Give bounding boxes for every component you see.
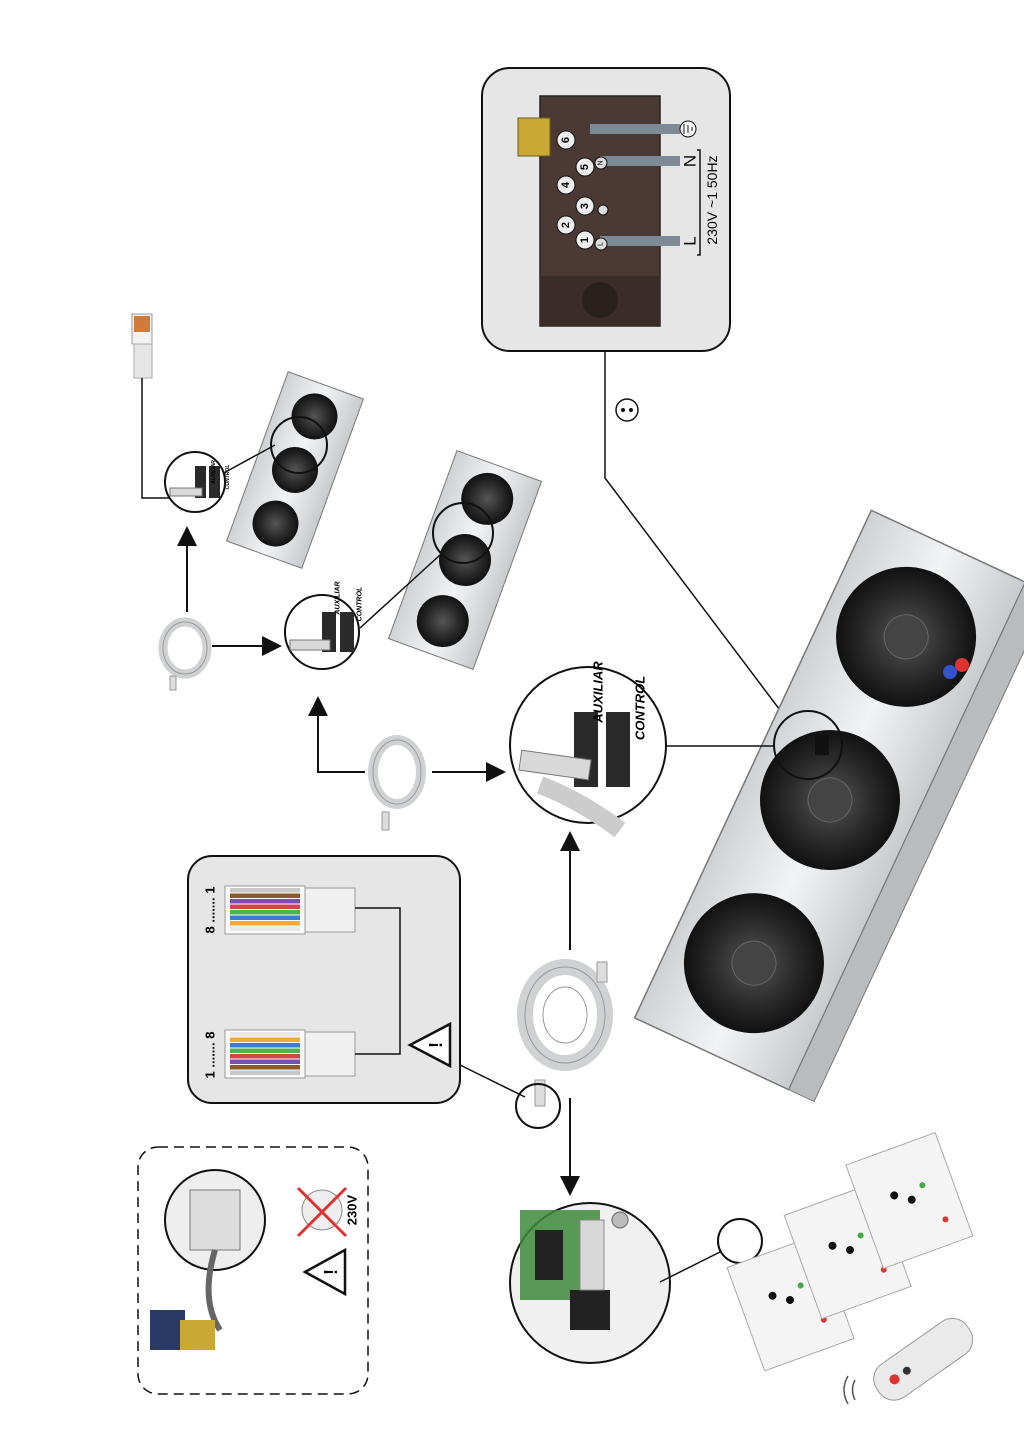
live-cable [600, 236, 680, 246]
control-port [606, 712, 630, 787]
rj45-pin-order-left: 1 ....... 8 [203, 1032, 218, 1079]
rj45-connector-right [224, 885, 356, 935]
plug-symbol-icon [615, 398, 639, 422]
rj45-connector-left [224, 1029, 356, 1079]
control-board-zoom [509, 1202, 671, 1364]
warning-triangle-icon-valve: ! [302, 1247, 347, 1297]
terminal-5: 5 [575, 157, 595, 177]
connector-highlight-unit-2 [432, 502, 494, 564]
terminal-1: 1 [575, 230, 595, 250]
auxiliar-label-unit-3: AUXILIAR [211, 460, 217, 485]
connector-zoom-large: AUXILIAR CONTROL [509, 661, 667, 838]
rj45-wire [230, 899, 300, 904]
terminal-sub-n: N [594, 156, 608, 170]
cable-coil-large [517, 959, 613, 1107]
rj45-wire [230, 888, 300, 893]
auxiliar-label-large: AUXILIAR [591, 661, 606, 724]
rj45-wire [230, 904, 300, 909]
svg-text:5: 5 [579, 164, 591, 170]
earth-bracket [517, 117, 551, 157]
label-l: L [681, 236, 700, 245]
cable-coil-medium [368, 735, 426, 831]
earth-symbol-icon [679, 120, 697, 138]
warning-voltage-label: 230V [345, 1194, 360, 1225]
rj45-wiring-panel: 1 ....... 8 8 ....... 1 ! [187, 855, 461, 1104]
control-label-large: CONTROL [633, 676, 648, 740]
main-air-curtain-unit [633, 509, 1024, 1103]
rj45-wire [230, 1054, 300, 1059]
terminal-6: 6 [556, 130, 576, 150]
secondary-unit-3 [225, 371, 365, 569]
svg-text:!: ! [426, 1042, 446, 1048]
label-n: N [681, 155, 700, 167]
crossover-link [355, 907, 401, 1055]
solenoid-valve [150, 1310, 215, 1350]
control-board-port [570, 1290, 610, 1330]
auxiliar-label-unit-2: AUXILIAR [335, 581, 342, 615]
earth-cable [590, 124, 680, 134]
rj45-wire [230, 1059, 300, 1064]
neutral-cable [600, 156, 680, 166]
remote-control [873, 1317, 974, 1401]
water-outlet-icon [943, 665, 957, 679]
rj45-plug-end [131, 313, 153, 379]
rj45-wire [230, 921, 300, 926]
terminal-sub-l: L [594, 237, 608, 251]
wireless-signal-icon [843, 1375, 856, 1405]
svg-text:2: 2 [560, 222, 572, 228]
rj45-wire [230, 893, 300, 898]
voltage-label: 230V ~1 50Hz [704, 155, 720, 244]
no-plug-icon [296, 1186, 348, 1238]
terminal-4: 4 [556, 175, 576, 195]
rj45-wire [230, 1070, 300, 1075]
valve-warning-panel: 230V ! [137, 1146, 369, 1395]
control-label-unit-2: CONTROL [357, 587, 364, 622]
arrow-coil-to-unit-2 [308, 696, 365, 773]
water-inlet-icon [955, 658, 969, 672]
rj45-wire [230, 1048, 300, 1053]
supply-bracket [697, 149, 701, 256]
connector-highlight-main [773, 710, 843, 780]
svg-text:!: ! [321, 1269, 341, 1275]
warning-triangle-icon: ! [407, 1021, 452, 1069]
rj45-wire [230, 1032, 300, 1037]
control-panel-highlight [717, 1218, 763, 1264]
rj45-wire [230, 1037, 300, 1042]
connector-highlight-unit-3 [270, 416, 328, 474]
svg-text:L: L [598, 242, 605, 246]
terminal-3: 3 [575, 196, 595, 216]
svg-text:4: 4 [560, 181, 572, 188]
svg-text:N: N [598, 160, 605, 165]
terminal-block-panel: 6 5 4 3 2 1 N L [481, 67, 731, 352]
control-label-unit-3: CONTROL [225, 465, 231, 490]
svg-text:6: 6 [560, 137, 572, 143]
svg-text:3: 3 [579, 203, 591, 209]
rj45-wire [230, 910, 300, 915]
rj45-pin-order-right: 8 ....... 1 [203, 887, 218, 934]
terminal-2: 2 [556, 215, 576, 235]
rj45-wire [230, 1065, 300, 1070]
secondary-unit-2 [387, 449, 543, 671]
rj45-wire [230, 926, 300, 931]
cable-coil-small [158, 617, 212, 691]
control-panel-3 [845, 1131, 974, 1270]
svg-text:1: 1 [579, 237, 591, 243]
rj45-wire [230, 915, 300, 920]
power-line [604, 351, 796, 731]
rj45-wire [230, 1043, 300, 1048]
rj45-end-highlight [515, 1083, 561, 1129]
